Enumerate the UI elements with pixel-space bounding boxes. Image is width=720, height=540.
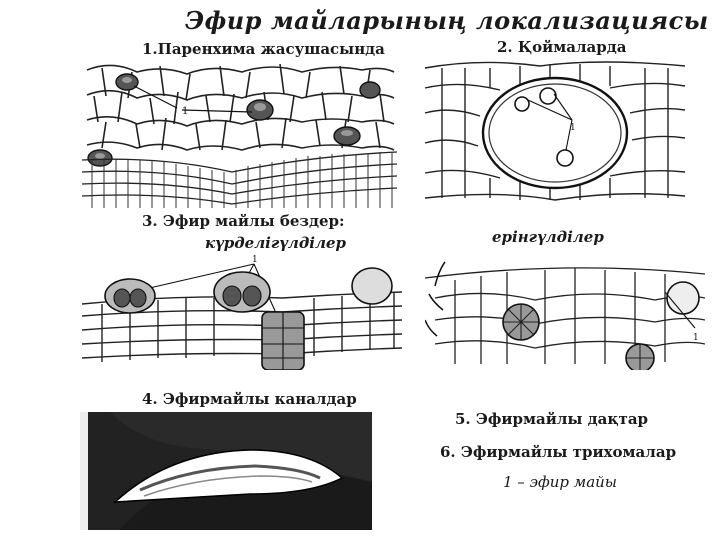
label-one-4: 1 xyxy=(693,333,699,343)
label-one-1: 1 xyxy=(182,106,188,117)
figure-glands-labiate: 1 xyxy=(425,258,705,370)
caption-trichomes: 6. Эфирмайлы трихомалар xyxy=(440,443,677,461)
caption-parenchyma: 1.Паренхима жасушасында xyxy=(142,40,385,58)
label-one-2: 1 xyxy=(570,123,576,133)
caption-glands: 3. Эфир майлы бездер: xyxy=(142,212,345,230)
caption-spots: 5. Эфирмайлы дақтар xyxy=(455,410,649,428)
slide-title: Эфир майларының локализациясы xyxy=(185,6,709,35)
label-one-3: 1 xyxy=(252,255,258,265)
legend-oil: 1 – эфир майы xyxy=(503,473,618,491)
caption-canals: 4. Эфирмайлы каналдар xyxy=(142,390,357,408)
figure-cavity: 1 xyxy=(420,58,690,208)
caption-glands-complex: күрделігүлділер xyxy=(205,234,347,252)
figure-glands-complex: 1 xyxy=(82,252,402,370)
caption-cavities: 2. Қоймаларда xyxy=(497,38,627,56)
caption-glands-labiate: ерінгүлділер xyxy=(492,228,604,246)
figure-canal xyxy=(80,412,372,530)
figure-parenchyma: 1 xyxy=(82,60,397,208)
